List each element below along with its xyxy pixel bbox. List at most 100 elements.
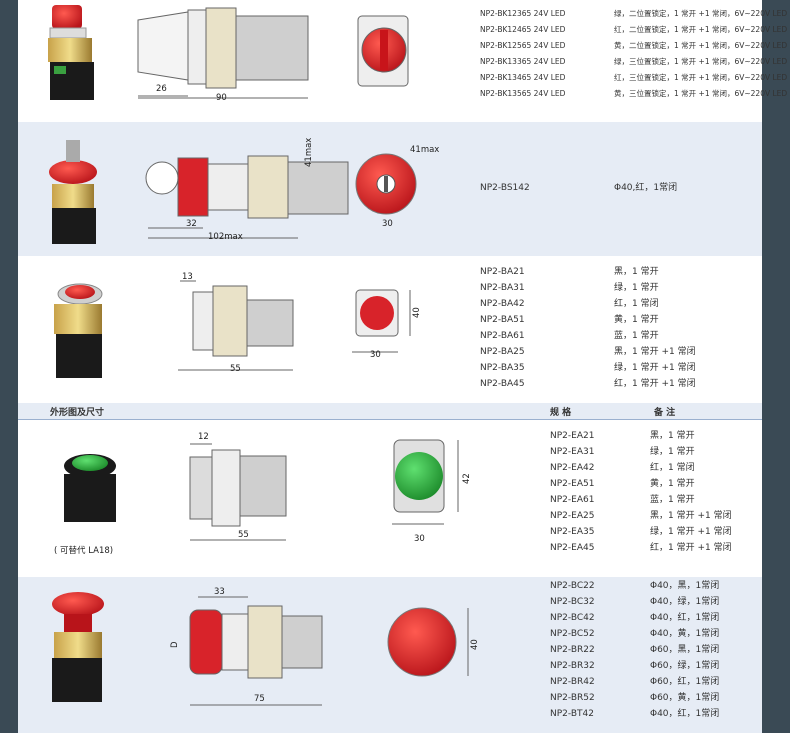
spec-note: Φ40,红，1常闭 [614,183,678,193]
header-note-label: 备 注 [654,408,676,418]
dim-label: 55 [230,364,241,374]
product-photo-mushroom-button [52,592,104,702]
drawings [48,5,469,706]
spec-code: NP2-BK12465 24V LED [480,25,566,34]
spec-code: NP2-BC52 [550,629,595,639]
dim-label: 26 [156,84,167,94]
dim-label: 13 [182,272,193,282]
drawing-side-selector [137,7,309,99]
spec-note: 绿，三位置锁定，1 常开 +1 常闭，6V~220V LED [614,57,788,66]
spec-code: NP2-BK12365 24V LED [480,9,566,18]
spec-note: 黑，1 常开 [614,267,659,277]
spec-note: 黄，1 常开 [614,315,659,325]
spec-code: NP2-BK13565 24V LED [480,89,566,98]
drawing-front-extended-button [392,439,459,525]
spec-code: NP2-BA25 [480,347,525,357]
dim-label: 90 [216,93,227,103]
dim-label: 42 [462,473,472,484]
spec-code: NP2-BR32 [550,661,595,671]
spec-note: 绿，1 常开 [614,283,659,293]
drawing-front-key-switch [355,153,417,215]
spec-note: 黑，1 常开 [650,431,695,441]
spec-code: NP2-BC42 [550,613,595,623]
spec-note: 绿，1 常开 [650,447,695,457]
drawing-front-selector [357,15,409,87]
spec-code: NP2-BK13465 24V LED [480,73,566,82]
spec-note: 绿，1 常开 +1 常闭 [614,363,696,373]
spec-note: Φ40，绿，1常闭 [650,597,720,607]
dim-label: 32 [186,219,197,229]
spec-code: NP2-BK13365 24V LED [480,57,566,66]
spec-code: NP2-EA42 [550,463,595,473]
section-extended-button [18,420,762,577]
spec-note: 绿，1 常开 +1 常闭 [650,527,732,537]
spec-code: NP2-EA45 [550,543,595,553]
spec-note: 黑，1 常开 +1 常闭 [614,347,696,357]
spec-note: 黄，二位置锁定，1 常开 +1 常闭，6V~220V LED [614,41,788,50]
spec-note: Φ60，黑，1常闭 [650,645,720,655]
spec-code: NP2-EA31 [550,447,595,457]
product-photo-key-switch [49,140,97,244]
dim-label: 30 [414,534,425,544]
dim-label: 40 [470,639,480,650]
spec-code: NP2-BA31 [480,283,525,293]
spec-note: Φ40，红，1常闭 [650,613,720,623]
spec-code: NP2-BA51 [480,315,525,325]
spec-note: Φ60，绿，1常闭 [650,661,720,671]
spec-note: 黄，三位置锁定，1 常开 +1 常闭，6V~220V LED [614,89,788,98]
drawing-side-key-switch [145,155,349,239]
spec-note: 红，1 常闭 [650,463,695,473]
spec-code: NP2-BA21 [480,267,525,277]
dim-label: 102max [208,232,243,242]
spec-note: 红，1 常开 +1 常闭 [650,543,732,553]
spec-code: NP2-BR22 [550,645,595,655]
spec-code: NP2-EA21 [550,431,595,441]
dim-label: 12 [198,432,209,442]
spec-note: 红，三位置锁定，1 常开 +1 常闭，6V~220V LED [614,73,788,82]
drawing-front-flush-button [352,289,411,353]
dim-label: 55 [238,530,249,540]
spec-code: NP2-BC32 [550,597,595,607]
drawing-front-mushroom-button [387,607,469,677]
dim-label: 33 [214,587,225,597]
catalog-page: 外形图及尺寸 规 格 备 注 [18,0,787,733]
dim-label: 41max [304,137,314,167]
spec-code: NP2-EA61 [550,495,595,505]
spec-note: 黑，1 常开 +1 常闭 [650,511,732,521]
dim-label: 41max [410,145,440,155]
dim-label: 40 [412,307,422,318]
spec-code: NP2-BA42 [480,299,525,309]
spec-code: NP2-BS142 [480,183,530,193]
spec-note: 红，1 常闭 [614,299,659,309]
spec-code: NP2-EA35 [550,527,595,537]
spec-code: NP2-BA45 [480,379,525,389]
drawing-side-mushroom-button [189,596,323,706]
spec-note: 蓝，1 常开 [650,495,695,505]
spec-code: NP2-EA51 [550,479,595,489]
product-photo-selector [48,5,94,100]
spec-code: NP2-BA35 [480,363,525,373]
spec-note: 绿，二位置锁定，1 常开 +1 常闭，6V~220V LED [614,9,788,18]
dim-label: 75 [254,694,265,704]
spec-code: NP2-EA25 [550,511,595,521]
spec-note: 红，1 常开 +1 常闭 [614,379,696,389]
section-mushroom-button [18,577,762,733]
spec-note: 蓝，1 常开 [614,331,659,341]
drawing-side-flush-button [178,280,294,371]
spec-code: NP2-BR52 [550,693,595,703]
spec-note: Φ40，黑，1常闭 [650,581,720,591]
spec-code: NP2-BT42 [550,709,594,719]
dim-label: 30 [370,350,381,360]
product-photo-extended-button [64,454,116,522]
dim-label: 30 [382,219,393,229]
spec-note: Φ60，红，1常闭 [650,677,720,687]
spec-note: 黄，1 常开 [650,479,695,489]
spec-code: NP2-BA61 [480,331,525,341]
spec-code: NP2-BR42 [550,677,595,687]
spec-note: Φ60，黄，1常闭 [650,693,720,703]
product-photo-flush-button [54,283,103,378]
header-spec-label: 规 格 [550,408,572,418]
drawing-side-extended-button [189,443,287,541]
table-header: 外形图及尺寸 规 格 备 注 [18,403,762,420]
spec-note: Φ40，红，1常闭 [650,709,720,719]
